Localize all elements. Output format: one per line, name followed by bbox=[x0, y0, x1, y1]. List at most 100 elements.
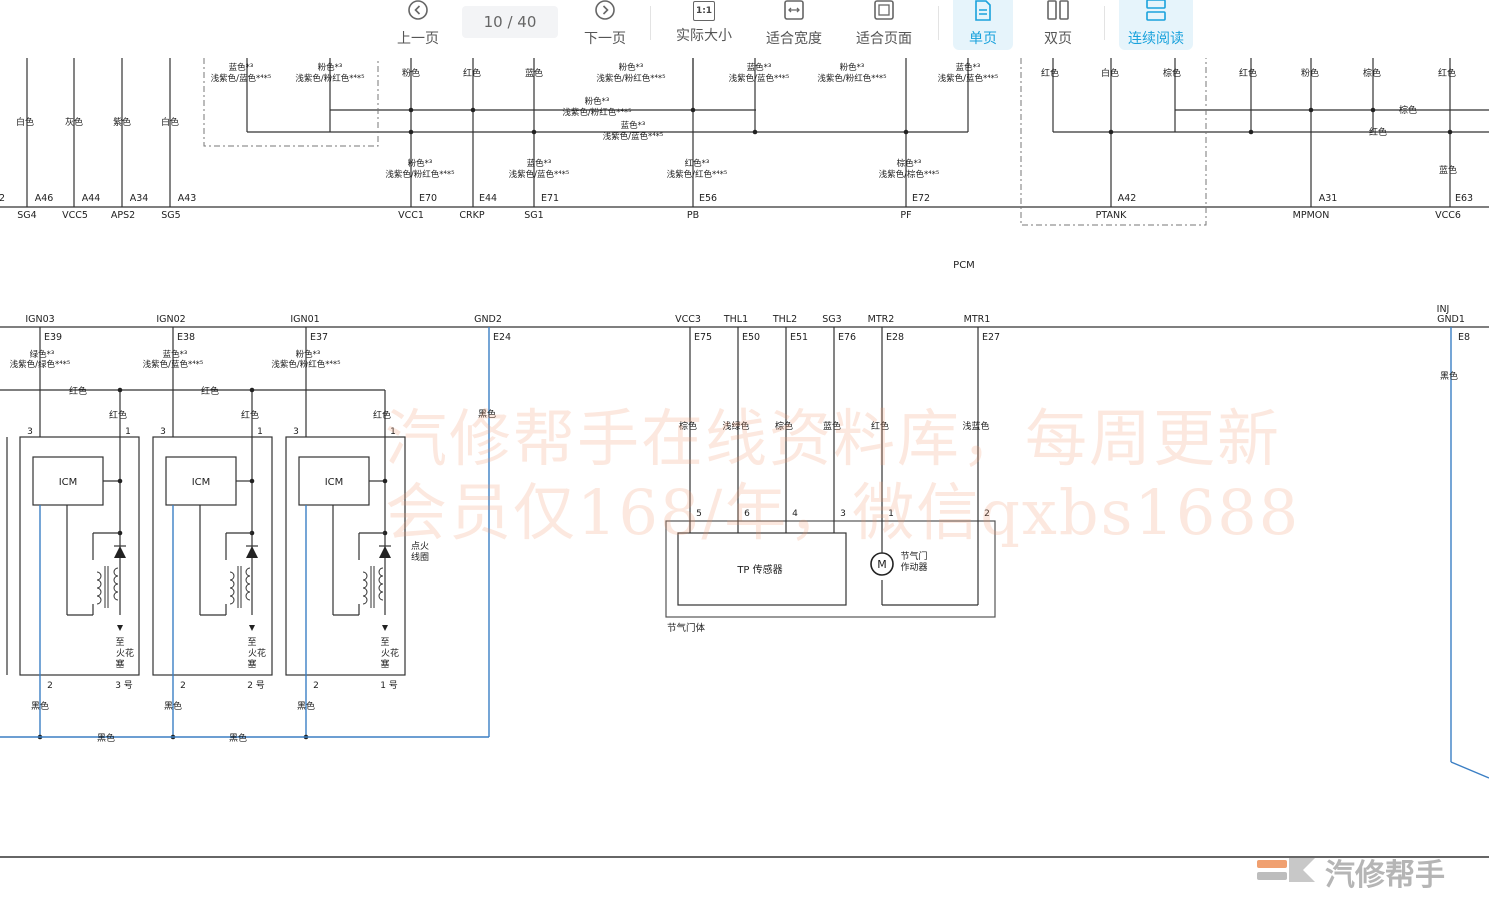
pin-number: 3 bbox=[293, 427, 299, 437]
top-pin-code: A46 bbox=[35, 193, 54, 204]
coil-box bbox=[285, 436, 406, 676]
fit-page-button[interactable]: 适合页面 bbox=[850, 0, 918, 50]
inj-ground-color-label: 黑色 bbox=[1440, 370, 1458, 382]
wire-note-line1: 蓝色*³ bbox=[956, 62, 981, 73]
tp-sensor-label: TP 传感器 bbox=[736, 563, 782, 576]
top-pin-name: SG4 bbox=[17, 210, 36, 221]
top-pin-code: 2 bbox=[0, 193, 5, 204]
arrow-down-icon bbox=[382, 625, 388, 631]
wire-note-line2: 浅紫色/粉红色*⁴*⁵ bbox=[596, 73, 665, 84]
pin-number: 3 bbox=[160, 427, 166, 437]
cylinder-label: 3 号 bbox=[115, 680, 133, 691]
wrench-logo-icon bbox=[1257, 858, 1315, 882]
top-wire-color-label: 红色 bbox=[463, 67, 481, 79]
bottom-pin-code: E51 bbox=[790, 332, 808, 343]
throttle-pin-number: 4 bbox=[792, 509, 798, 519]
bottom-pin-code: E50 bbox=[742, 332, 760, 343]
ignition-coil-label: 线圈 bbox=[411, 551, 429, 563]
icm-label: ICM bbox=[325, 477, 344, 488]
fit-width-icon bbox=[784, 0, 804, 20]
brand-logo: 汽修帮手 bbox=[1255, 850, 1489, 893]
top-pin-code: A34 bbox=[130, 193, 149, 204]
bottom-pin-name: INJ bbox=[1437, 304, 1450, 315]
prev-page-button[interactable]: 上一页 bbox=[392, 0, 444, 50]
bottom-pin-name: MTR2 bbox=[868, 314, 895, 325]
spark-plug-label: 火花 bbox=[381, 647, 399, 659]
pin-number: 3 bbox=[27, 427, 33, 437]
actuator-label: 作动器 bbox=[900, 561, 927, 573]
gnd2-color-label: 黑色 bbox=[478, 408, 496, 420]
prev-page-label: 上一页 bbox=[397, 31, 439, 47]
top-wire-color-label: 红色 bbox=[1369, 126, 1387, 138]
pin-number: 2 bbox=[180, 681, 186, 691]
throttle-pin-number: 6 bbox=[744, 509, 750, 519]
wire-note-line2: 浅紫色/粉红色*⁴*⁵ bbox=[295, 73, 364, 84]
top-pin-name: VCC6 bbox=[1435, 210, 1461, 221]
secondary-winding bbox=[113, 575, 119, 585]
wire-note-line1: 蓝色*³ bbox=[527, 158, 552, 169]
bottom-pin-name: IGN02 bbox=[156, 314, 185, 325]
pin-number: 1 bbox=[257, 427, 263, 437]
toolbar-divider bbox=[650, 6, 651, 40]
junction-dot bbox=[1370, 107, 1376, 113]
bottom-pin-code: E76 bbox=[838, 332, 856, 343]
bottom-pin-name: THL1 bbox=[723, 314, 748, 325]
motor-symbol: M bbox=[877, 558, 887, 571]
junction-dot bbox=[690, 107, 696, 113]
chevron-left-circle-icon bbox=[408, 0, 428, 20]
throttle-pin-number: 3 bbox=[840, 509, 846, 519]
actual-size-icon: 1:1 bbox=[693, 1, 715, 21]
junction-dot bbox=[1108, 129, 1114, 135]
double-page-label: 双页 bbox=[1044, 31, 1072, 47]
viewer-toolbar: 上一页 10 / 40 下一页 1:1 实际大小 适合宽度 适合页面 单页 双页… bbox=[0, 0, 1489, 54]
ground-bus-label: 黑色 bbox=[97, 732, 115, 744]
top-pin-name: SG1 bbox=[524, 210, 543, 221]
top-pin-code: E44 bbox=[479, 193, 497, 204]
junction-dot bbox=[382, 478, 388, 484]
wire-note-line2: 浅紫色/粉红色*⁴*⁵ bbox=[817, 73, 886, 84]
primary-winding bbox=[362, 587, 368, 597]
page-current: 10 bbox=[483, 13, 503, 31]
bottom-pin-code: E24 bbox=[493, 332, 511, 343]
fit-page-icon bbox=[874, 0, 894, 20]
bottom-pin-code: E39 bbox=[44, 332, 62, 343]
top-pin-code: E70 bbox=[419, 193, 437, 204]
page-indicator[interactable]: 10 / 40 bbox=[462, 6, 558, 38]
primary-winding bbox=[96, 595, 102, 605]
ground-color-label: 黑色 bbox=[164, 700, 182, 712]
top-pin-code: A31 bbox=[1319, 193, 1338, 204]
throttle-body-label: 节气门体 bbox=[667, 622, 706, 634]
spark-plug-label: 塞 bbox=[247, 658, 256, 670]
double-page-button[interactable]: 双页 bbox=[1030, 0, 1086, 50]
top-wire-color-label: 棕色 bbox=[1399, 104, 1417, 116]
continuous-reading-button[interactable]: 连续阅读 bbox=[1119, 0, 1193, 50]
top-wire-color-label: 灰色 bbox=[65, 116, 83, 128]
next-page-button[interactable]: 下一页 bbox=[579, 0, 631, 50]
pcm-label: PCM bbox=[953, 260, 975, 271]
junction-dot bbox=[1447, 129, 1453, 135]
top-wire-color-label: 粉色 bbox=[402, 67, 420, 79]
wire-note-line2: 浅紫色/棕色*⁴*⁵ bbox=[879, 169, 940, 180]
top-wire-color-label: 白色 bbox=[161, 116, 179, 128]
wire-note-line1: 棕色*³ bbox=[897, 158, 922, 169]
pin-number: 1 bbox=[390, 427, 396, 437]
ground-color-label: 黑色 bbox=[297, 700, 315, 712]
watermark-line-2: 会员仅168/年，微信qxbs1688 bbox=[385, 476, 1301, 549]
red-feed-label: 红色 bbox=[241, 409, 259, 421]
top-wire-color-label: 红色 bbox=[1438, 67, 1456, 79]
coil-box bbox=[152, 436, 273, 676]
fit-width-button[interactable]: 适合宽度 bbox=[760, 0, 828, 50]
wire-note-line1: 粉色*³ bbox=[585, 96, 610, 107]
dashed-group-outline bbox=[1020, 58, 1207, 226]
wire-note-line1: 粉色*³ bbox=[408, 158, 433, 169]
tp-sensor-box bbox=[677, 532, 847, 606]
icm-label: ICM bbox=[59, 477, 78, 488]
actual-size-button[interactable]: 1:1 实际大小 bbox=[670, 0, 738, 50]
single-page-button[interactable]: 单页 bbox=[953, 0, 1013, 50]
junction-dot bbox=[117, 387, 123, 393]
primary-winding bbox=[96, 571, 102, 581]
wire-note-line2: 浅紫色/蓝色*⁴*⁵ bbox=[729, 73, 790, 84]
junction-dot bbox=[408, 129, 414, 135]
spark-plug-label: 塞 bbox=[115, 658, 124, 670]
junction-dot bbox=[249, 387, 255, 393]
